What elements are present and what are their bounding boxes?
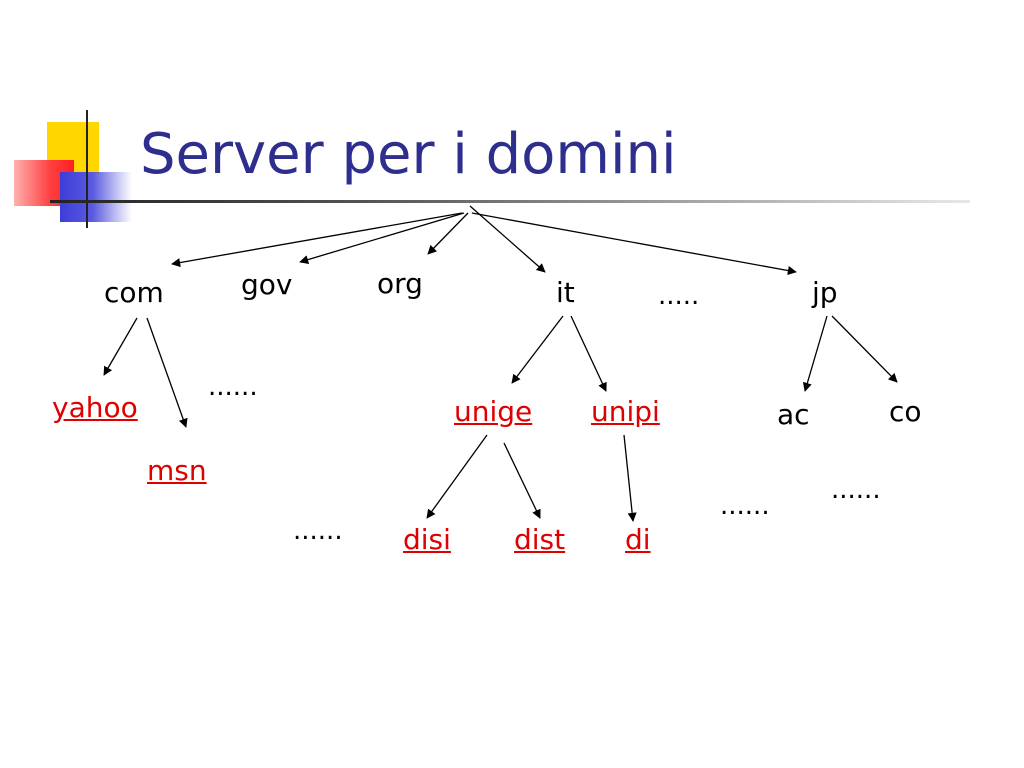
ellipsis-com-children: ......	[208, 372, 258, 402]
title-underline	[50, 200, 970, 203]
edge-com-msn	[146, 317, 188, 428]
link-dist[interactable]: dist	[514, 523, 566, 556]
ellipsis-jp-children-right: ......	[831, 475, 881, 505]
edge-root-gov	[299, 212, 465, 265]
edge-jp-co	[831, 315, 898, 383]
node-com: com	[104, 276, 164, 309]
edge-jp-ac	[802, 315, 828, 392]
link-di[interactable]: di	[625, 523, 651, 556]
node-gov: gov	[241, 268, 293, 301]
decor-blue-square	[60, 172, 132, 222]
slide-title: Server per i domini	[140, 122, 677, 187]
edge-com-yahoo	[103, 317, 138, 376]
link-msn[interactable]: msn	[147, 454, 207, 487]
node-jp: jp	[812, 276, 838, 309]
link-unige[interactable]: unige	[454, 395, 533, 428]
node-ac: ac	[777, 398, 810, 431]
link-disi[interactable]: disi	[403, 523, 451, 556]
edge-root-it	[469, 205, 546, 273]
link-yahoo[interactable]: yahoo	[52, 391, 138, 424]
edge-root-org	[427, 212, 469, 255]
ellipsis-top-level: .....	[658, 281, 700, 311]
node-co: co	[889, 395, 922, 428]
edge-it-unige	[511, 315, 564, 384]
edge-root-jp	[471, 212, 797, 276]
edge-it-unipi	[570, 315, 607, 392]
edge-root-com	[171, 212, 463, 268]
ellipsis-jp-children-left: ......	[720, 491, 770, 521]
node-it: it	[556, 276, 575, 309]
link-unipi[interactable]: unipi	[591, 395, 660, 428]
edge-unige-dist	[503, 442, 541, 519]
edge-unige-disi	[426, 434, 488, 519]
edge-unipi-di	[623, 434, 637, 522]
decor-vertical-line	[86, 110, 88, 228]
node-org: org	[377, 267, 423, 300]
ellipsis-unige-children: ......	[293, 516, 343, 546]
